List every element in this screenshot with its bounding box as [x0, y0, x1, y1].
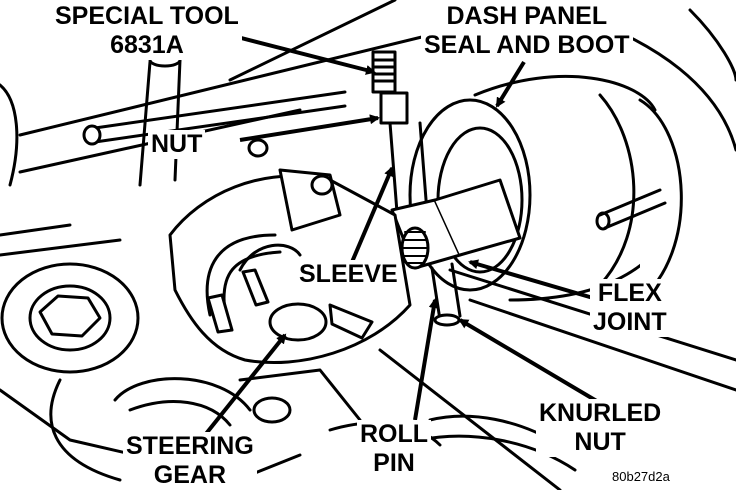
flex-joint-label: FLEX JOINT — [590, 279, 670, 337]
arrow-flex-joint — [468, 259, 601, 302]
sleeve-label: SLEEVE — [296, 260, 401, 289]
steering-gear-label-line2: GEAR — [153, 461, 227, 489]
flex-joint-label-line2: JOINT — [593, 308, 667, 336]
knurled-nut-label-line2: NUT — [574, 428, 626, 456]
knurled-nut-label-line1: KNURLED — [539, 399, 662, 427]
arrow-dash-panel — [495, 60, 526, 108]
dash-panel-label: DASH PANEL SEAL AND BOOT — [421, 2, 633, 60]
arrow-steering-gear — [203, 333, 287, 437]
arrow-knurled-nut — [458, 318, 602, 405]
knurled-nut-label: KNURLED NUT — [536, 399, 665, 457]
arrow-sleeve — [350, 166, 394, 263]
arrow-roll-pin — [413, 298, 439, 421]
roll-pin-label-line1: ROLL — [360, 420, 429, 448]
arrow-nut — [239, 114, 380, 142]
figure-reference-code: 80b27d2a — [612, 469, 670, 484]
dash-panel-label-line2: SEAL AND BOOT — [424, 31, 630, 59]
roll-pin-label: ROLL PIN — [357, 420, 432, 478]
flex-joint-label-line1: FLEX — [597, 279, 662, 307]
special-tool-label: SPECIAL TOOL 6831A — [52, 2, 242, 60]
dash-panel-label-line1: DASH PANEL — [446, 2, 608, 30]
steering-gear-label-line1: STEERING — [126, 432, 254, 460]
special-tool-label-line1: SPECIAL TOOL — [55, 2, 239, 30]
special-tool-label-line2: 6831A — [110, 31, 184, 59]
nut-label-text: NUT — [151, 130, 203, 158]
sleeve-label-text: SLEEVE — [299, 260, 398, 288]
steering-gear-label: STEERING GEAR — [123, 432, 257, 490]
nut-label: NUT — [148, 130, 206, 159]
roll-pin-label-line2: PIN — [373, 449, 415, 477]
